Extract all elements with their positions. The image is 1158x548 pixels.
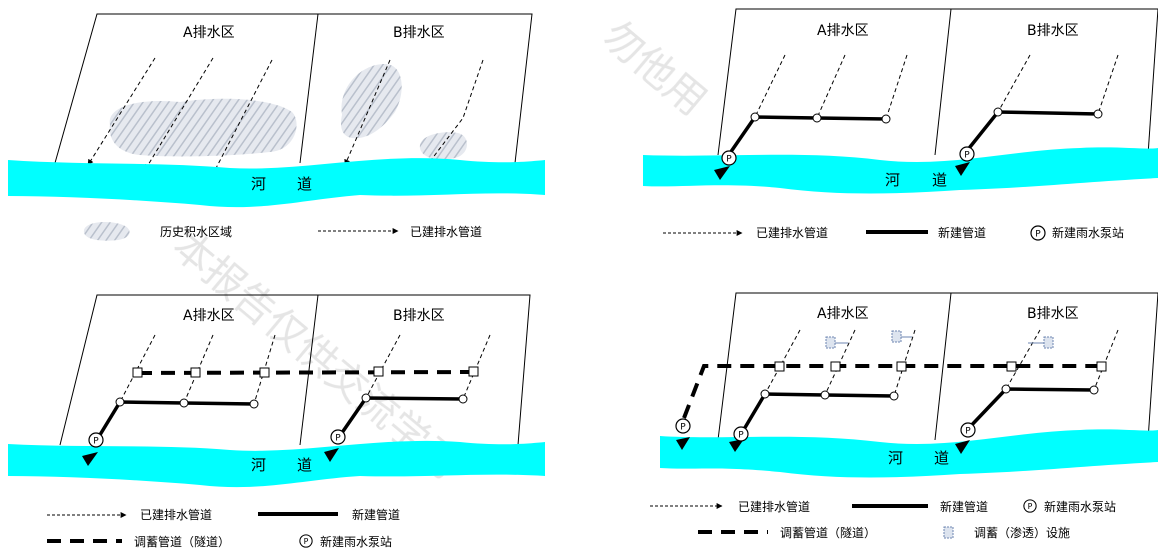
legend-existing-pipe-label: 已建排水管道 [756, 225, 828, 240]
district-boundary [1147, 292, 1158, 441]
existing-drain-pipe [764, 329, 1119, 397]
river [8, 440, 545, 488]
watermark-text-1: 勿他用 [594, 12, 715, 124]
river-label-he: 河 [888, 449, 903, 467]
district-divider [934, 292, 952, 441]
pump-station-icon [960, 422, 976, 438]
storage-tunnel-nodes [132, 366, 479, 378]
district-boundary [54, 13, 533, 164]
pipe-nodes [760, 384, 1099, 401]
zone-a-label: A排水区 [183, 308, 235, 324]
panel-new-pipes: A排水区 B排水区 河 道 已建排水管道 新建管道 [643, 8, 1158, 241]
river-label-dao: 道 [297, 456, 312, 474]
district-boundary [59, 294, 531, 446]
river-label-dao: 道 [932, 171, 947, 189]
district-boundary [1147, 8, 1158, 156]
outlet-arrow [82, 452, 98, 466]
legend-historical-flood-label: 历史积水区域 [160, 225, 232, 239]
pump-station-icon [88, 432, 104, 448]
legend-storage-facilities: 已建排水管道 新建管道 新建雨水泵站 调蓄管道（隧道） 调蓄（渗透）设施 [650, 499, 1116, 540]
storage-tunnel [682, 364, 1102, 419]
legend-storage-facility-label: 调蓄（渗透）设施 [974, 525, 1070, 540]
panel-storage-facilities: A排水区 B排水区 [650, 292, 1158, 540]
flood-area-swatch [83, 222, 130, 241]
legend-existing-pipe-label: 已建排水管道 [410, 224, 482, 239]
pump-station-icon [1023, 499, 1037, 513]
outlet-arrow [729, 439, 744, 452]
zone-a-label: A排水区 [817, 23, 869, 39]
outlet-arrow [324, 448, 339, 462]
pump-station-icon [959, 146, 975, 162]
legend-new-pipe-label: 新建管道 [940, 499, 988, 514]
river-label-dao: 道 [297, 175, 312, 193]
legend-historical: 历史积水区域 已建排水管道 [83, 222, 482, 241]
zone-b-label: B排水区 [1027, 306, 1079, 322]
legend-storage-tunnel-label: 调蓄管道（隧道） [780, 525, 876, 540]
panel-historical: A排水区 B排水区 河 道 历史积水区域 已建排水管道 [8, 13, 545, 241]
storage-facility-swatch [943, 526, 954, 539]
legend-pump-station-label: 新建雨水泵站 [1052, 225, 1124, 240]
existing-drain-pipe [754, 54, 1119, 120]
district-boundary [717, 8, 1158, 156]
legend-pump-station-label: 新建雨水泵站 [320, 534, 392, 548]
river-label-he: 河 [251, 175, 266, 193]
river-label-dao: 道 [934, 449, 949, 467]
river-label-he: 河 [885, 171, 900, 189]
pump-station-icon [299, 534, 313, 548]
panel-storage-tunnel: A排水区 B排水区 河 道 [8, 294, 545, 548]
flood-area [341, 64, 402, 139]
district-boundary [717, 292, 1158, 441]
legend-pump-station-label: 新建雨水泵站 [1044, 499, 1116, 514]
pipe-nodes [115, 393, 468, 409]
outlet-arrow [955, 440, 970, 454]
river [8, 158, 545, 208]
flood-area [109, 98, 297, 157]
legend-existing-pipe-label: 已建排水管道 [738, 499, 810, 514]
zone-b-label: B排水区 [393, 308, 445, 324]
river-label-he: 河 [251, 456, 266, 474]
storage-tunnel [137, 370, 476, 375]
pump-station-icon [675, 418, 691, 434]
flood-area [419, 132, 467, 160]
legend-new-pipe-label: 新建管道 [352, 507, 400, 522]
district-divider [299, 294, 319, 446]
zone-a-label: A排水区 [183, 25, 235, 41]
legend-new-pipe-label: 新建管道 [938, 225, 986, 240]
pump-station-icon [330, 429, 346, 445]
legend-storage-tunnel: 已建排水管道 新建管道 调蓄管道（隧道） 新建雨水泵站 [47, 507, 400, 548]
storage-tunnel-nodes [774, 361, 1107, 372]
legend-existing-pipe-label: 已建排水管道 [140, 507, 212, 522]
zone-b-label: B排水区 [393, 25, 445, 41]
existing-drain-pipe [87, 57, 484, 175]
zone-b-label: B排水区 [1027, 23, 1079, 39]
new-pipe [726, 110, 1099, 157]
storage-facility [825, 330, 1054, 349]
new-pipe [738, 387, 1095, 437]
outlet-arrow [714, 166, 730, 180]
legend-storage-tunnel-label: 调蓄管道（隧道） [134, 534, 230, 548]
zone-a-label: A排水区 [817, 306, 869, 322]
watermark: 勿他用 本报告仅供交流学习 [164, 12, 715, 489]
pump-station-icon [721, 150, 737, 166]
district-divider [934, 8, 952, 156]
river [643, 147, 1158, 194]
river [660, 429, 1158, 478]
pipe-nodes [750, 107, 1103, 124]
district-divider [299, 13, 319, 164]
pump-station-icon [1030, 225, 1046, 241]
outlet-arrow [955, 162, 970, 176]
outlet-arrow [676, 437, 690, 450]
legend-new-pipes: 已建排水管道 新建管道 新建雨水泵站 [663, 225, 1124, 241]
pump-station-icon [733, 426, 749, 442]
